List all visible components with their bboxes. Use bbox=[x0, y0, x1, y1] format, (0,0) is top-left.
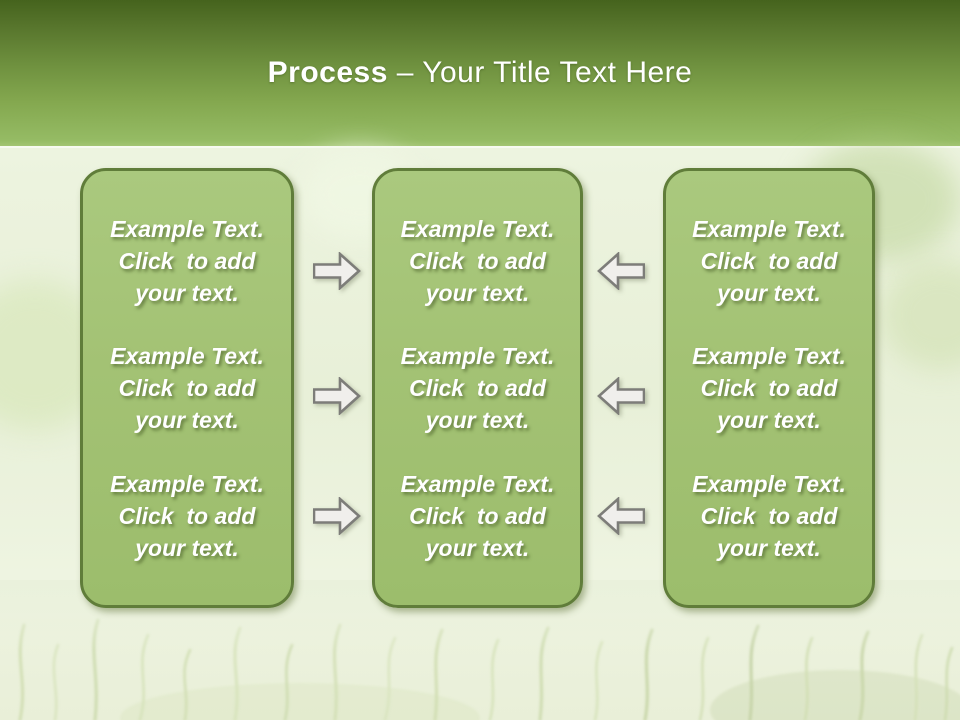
arrow-left-icon[interactable] bbox=[597, 497, 645, 535]
process-box-middle[interactable]: Example Text. Click to add your text. Ex… bbox=[372, 168, 583, 608]
placeholder-text[interactable]: Example Text. Click to add your text. bbox=[692, 470, 846, 561]
placeholder-text[interactable]: Example Text. Click to add your text. bbox=[110, 470, 264, 561]
title-rest: – Your Title Text Here bbox=[387, 56, 693, 89]
arrow-right-icon[interactable] bbox=[313, 497, 361, 535]
placeholder-text[interactable]: Example Text. Click to add your text. bbox=[400, 343, 555, 433]
placeholder-text[interactable]: Example Text. Click to add your text. bbox=[110, 215, 264, 306]
placeholder-text[interactable]: Example Text. Click to add your text. bbox=[692, 215, 846, 306]
placeholder-text[interactable]: Example Text. Click to add your text. bbox=[400, 215, 555, 306]
process-box-left[interactable]: Example Text. Click to add your text. Ex… bbox=[80, 168, 294, 608]
grass-decoration bbox=[18, 618, 960, 720]
bokeh-blob bbox=[880, 260, 960, 370]
placeholder-text[interactable]: Example Text. Click to add your text. bbox=[692, 343, 846, 433]
arrow-right-icon[interactable] bbox=[313, 377, 361, 415]
arrow-left-icon[interactable] bbox=[597, 377, 645, 415]
placeholder-text[interactable]: Example Text. Click to add your text. bbox=[400, 470, 555, 561]
process-box-right[interactable]: Example Text. Click to add your text. Ex… bbox=[663, 168, 875, 608]
placeholder-text[interactable]: Example Text. Click to add your text. bbox=[110, 343, 264, 433]
arrow-right-icon[interactable] bbox=[313, 252, 361, 290]
title-bar: Process – Your Title Text Here bbox=[0, 0, 960, 146]
title-emphasis: Process bbox=[267, 56, 388, 89]
slide-title[interactable]: Process – Your Title Text Here bbox=[268, 56, 693, 90]
arrow-left-icon[interactable] bbox=[597, 252, 645, 290]
